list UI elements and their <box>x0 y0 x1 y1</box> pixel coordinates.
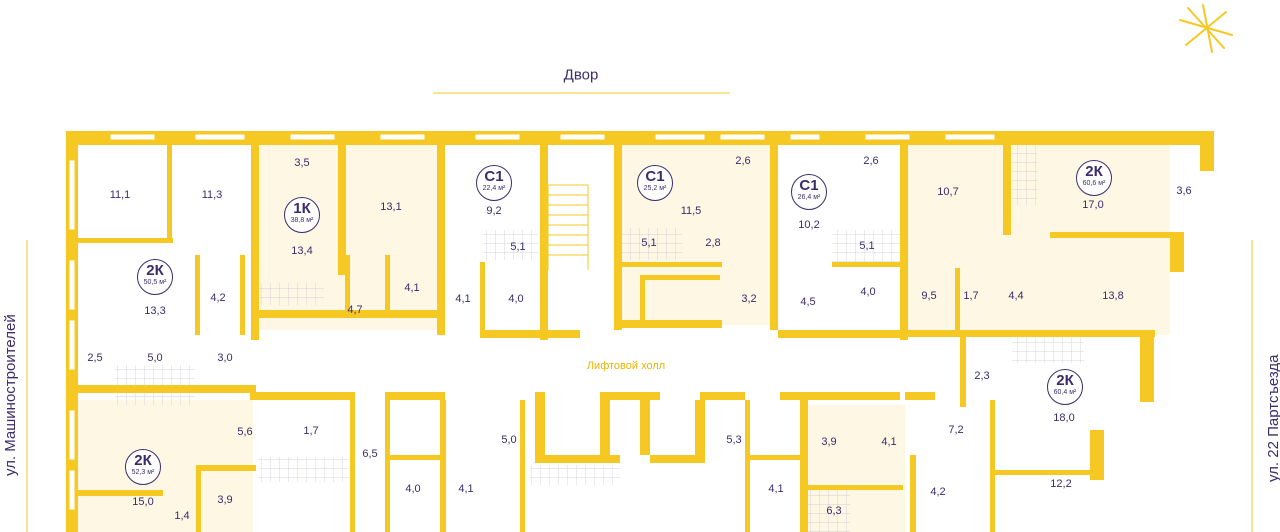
room-area: 11,3 <box>201 189 223 201</box>
room-area: 11,5 <box>680 205 702 217</box>
room-area: 4,1 <box>768 483 784 495</box>
windows <box>68 133 996 511</box>
apartment-area: 25,2 м² <box>643 185 667 192</box>
room-area: 10,7 <box>937 186 959 198</box>
apartment-area: 60,4 м² <box>1053 389 1077 396</box>
room-area: 9,2 <box>486 205 502 217</box>
room-area: 5,3 <box>726 434 742 446</box>
lift-hall-label: Лифтовой холл <box>586 360 666 372</box>
room-area: 4,0 <box>860 286 876 298</box>
apartment-type: С1 <box>799 177 819 194</box>
room-area: 4,7 <box>347 304 363 316</box>
room-area: 5,0 <box>147 352 163 364</box>
room-area: 3,0 <box>217 352 233 364</box>
walls <box>66 131 1214 532</box>
room-area: 10,2 <box>798 219 820 231</box>
apartment-area: 50,5 м² <box>143 279 167 286</box>
room-area: 3,9 <box>821 436 837 448</box>
room-area: 6,3 <box>826 505 842 517</box>
apartment-type: 2К <box>1085 163 1103 180</box>
street-left-label: ул. Машиностроителей <box>2 314 19 476</box>
room-area: 4,1 <box>455 293 471 305</box>
room-area: 6,5 <box>362 448 378 460</box>
room-area: 13,3 <box>144 305 166 317</box>
room-area: 2,3 <box>974 370 990 382</box>
tile-areas <box>115 145 1084 532</box>
apartment-type: 2К <box>146 262 164 279</box>
apartment-area: 26,4 м² <box>797 194 821 201</box>
room-area: 13,4 <box>291 245 313 257</box>
room-area: 5,1 <box>510 241 526 253</box>
room-area: 13,8 <box>1102 290 1124 302</box>
room-area: 3,2 <box>741 293 757 305</box>
room-area: 4,0 <box>508 293 524 305</box>
room-area: 17,0 <box>1082 199 1104 211</box>
apartment-type: С1 <box>645 168 665 185</box>
room-area: 4,0 <box>405 483 421 495</box>
room-area: 4,1 <box>404 282 420 294</box>
room-area: 3,5 <box>294 157 310 169</box>
apartment-area: 38,8 м² <box>290 217 314 224</box>
street-right-label: ул. 22 Партсъезда <box>1265 354 1280 482</box>
room-area: 4,5 <box>800 296 816 308</box>
room-area: 5,0 <box>501 434 517 446</box>
room-area: 4,2 <box>210 292 226 304</box>
room-area: 3,6 <box>1176 185 1192 197</box>
room-fills <box>78 145 1170 532</box>
room-area: 7,2 <box>948 424 964 436</box>
room-area: 12,2 <box>1050 478 1072 490</box>
compass-icon <box>1179 4 1233 53</box>
room-area: 15,0 <box>132 496 154 508</box>
room-area: 1,7 <box>963 290 979 302</box>
apartment-type: 2К <box>134 452 152 469</box>
room-area: 9,5 <box>921 290 937 302</box>
apartment-area: 60,6 м² <box>1082 180 1106 187</box>
room-area: 4,4 <box>1008 290 1024 302</box>
room-area: 2,5 <box>87 352 103 364</box>
apartment-type: 2К <box>1056 372 1074 389</box>
room-area: 2,6 <box>735 155 751 167</box>
room-area: 2,8 <box>705 237 721 249</box>
room-area: 5,1 <box>859 240 875 252</box>
room-area: 11,1 <box>109 189 131 201</box>
apartment-type: 1К <box>293 200 311 217</box>
room-area: 4,1 <box>881 436 897 448</box>
room-area: 2,6 <box>863 155 879 167</box>
room-area: 5,1 <box>641 237 657 249</box>
room-area: 3,9 <box>217 494 233 506</box>
room-area: 1,4 <box>174 510 190 522</box>
apartment-area: 22,4 м² <box>482 185 506 192</box>
room-area: 18,0 <box>1053 412 1075 424</box>
stairs <box>547 184 589 270</box>
room-area: 13,1 <box>380 201 402 213</box>
yard-label: Двор <box>563 66 599 84</box>
room-area: 5,6 <box>237 426 253 438</box>
room-area: 4,1 <box>458 483 474 495</box>
room-area: 1,7 <box>303 425 319 437</box>
apartment-area: 52,3 м² <box>131 469 155 476</box>
apartment-type: С1 <box>484 168 504 185</box>
room-area: 4,2 <box>930 486 946 498</box>
